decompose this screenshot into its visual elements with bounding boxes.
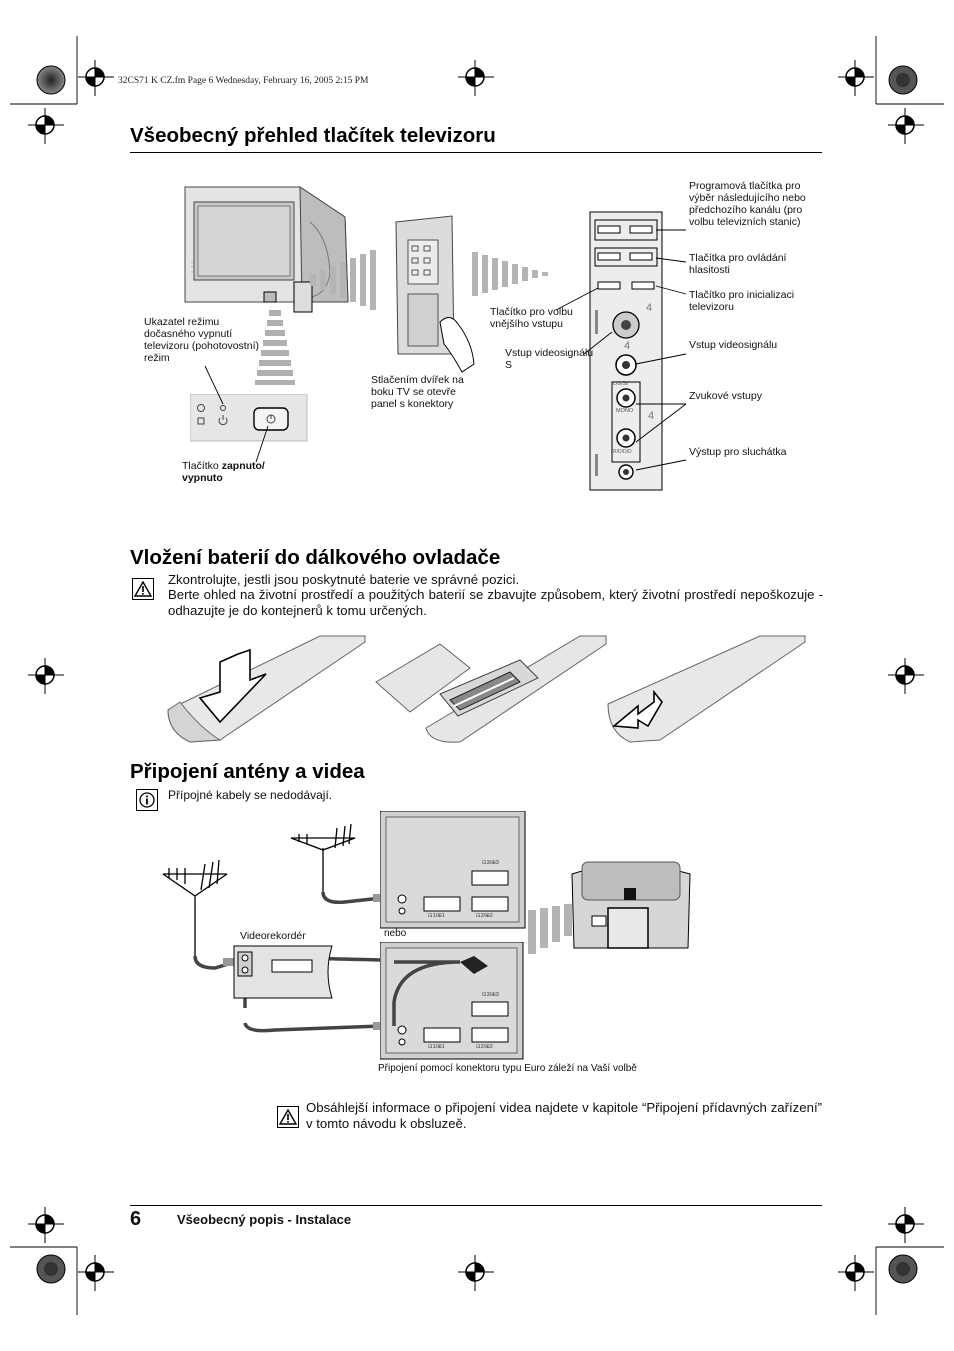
label-program-buttons: Programová tlačítka pro výběr následujíc…: [689, 180, 806, 228]
file-header-line: 32CS71 K CZ.fm Page 6 Wednesday, Februar…: [118, 76, 369, 86]
warning-icon-2: [277, 1106, 299, 1128]
label-headphone-output: Výstup pro sluchátka: [689, 446, 787, 458]
rear2-scart2-label: ⊡2/⊞2: [476, 1044, 493, 1050]
video-connection-warning: Obsáhlejší informace o připojení videa n…: [306, 1100, 822, 1131]
registration-mark-icon: [78, 60, 114, 96]
battery-text-line1: Zkontrolujte, jestli jsou poskytnuté bat…: [168, 572, 520, 587]
registration-mark-icon: [838, 60, 874, 96]
registration-mark-icon: [28, 1207, 64, 1243]
section-title-batteries: Vložení baterií do dálkového ovladače: [130, 546, 501, 569]
registration-mark-icon: [458, 60, 494, 96]
remote-batteries-illustration: [375, 635, 607, 743]
page-number: 6: [130, 1208, 142, 1230]
note-cables-not-supplied: Přípojné kabely se nedodávají.: [168, 788, 333, 802]
color-star-icon: [36, 1254, 66, 1284]
tv-front-illustration: [184, 186, 349, 313]
label-power-button: Tlačítko zapnuto/ vypnuto: [182, 460, 265, 484]
panel-lmono-label: L/G/S/I: [613, 381, 629, 387]
rear2-scart3-label: ⊡3/⊞3: [482, 992, 499, 998]
vcr-illustration: [233, 945, 333, 999]
registration-mark-icon: [838, 1255, 874, 1291]
registration-mark-icon: [888, 108, 924, 144]
side-door-illustration: [395, 215, 475, 373]
leader-lines-sec1-right: [555, 229, 687, 471]
footer-rule: [130, 1205, 822, 1206]
rear1-scart2-label: ⊡2/⊞2: [476, 913, 493, 919]
rear1-scart3-label: ⊡3/⊞3: [482, 860, 499, 866]
panel-mono-label: MONO: [616, 408, 634, 414]
euro-connector-caption: Připojení pomocí konektoru typu Euro zál…: [378, 1063, 637, 1074]
registration-mark-icon: [458, 1255, 494, 1291]
registration-mark-icon: [888, 658, 924, 694]
label-or: nebo: [384, 928, 407, 939]
footer-section-name: Všeobecný popis - Instalace: [177, 1212, 352, 1227]
label-vcr: Videorekordér: [240, 930, 306, 942]
color-star-icon: [36, 65, 66, 95]
label-s-video-input: Vstup videosignálu S: [505, 347, 594, 371]
panel-audio-number: 4: [648, 410, 655, 422]
remote-cover-close-illustration: [607, 635, 806, 743]
label-door-press: Stlačením dvířek na boku TV se otevře pa…: [371, 374, 464, 410]
front-panel-closeup: [190, 394, 308, 442]
label-reset-button: Tlačítko pro inicializaci televizoru: [689, 289, 795, 313]
tv-rear-panel-2: [380, 942, 524, 1060]
section-title-antenna-video: Připojení antény a videa: [130, 760, 365, 783]
label-audio-inputs: Zvukové vstupy: [689, 390, 762, 402]
rear1-scart1-label: ⊡1/⊞1: [428, 913, 445, 919]
panel-rdd-label: R/D/D/D: [613, 449, 632, 455]
color-star-icon: [888, 65, 918, 95]
arrow-bars-down-graphic: [255, 310, 295, 385]
panel-s-video-number: 4: [646, 302, 653, 314]
arrow-bars-graphic-2: [472, 252, 548, 296]
arrow-bars-graphic: [310, 250, 376, 310]
tv-rear-illustration: [571, 861, 691, 949]
title-rule: [130, 152, 822, 153]
rear2-scart1-label: ⊡1/⊞1: [428, 1044, 445, 1050]
tv-rear-panel-1: [380, 811, 526, 929]
registration-mark-icon: [888, 1207, 924, 1243]
label-volume-buttons: Tlačítka pro ovládání hlasitosti: [689, 252, 787, 276]
registration-mark-icon: [28, 108, 64, 144]
registration-mark-icon: [28, 658, 64, 694]
label-ext-input-button: Tlačítko pro volbu vnějšího vstupu: [490, 306, 573, 330]
remote-cover-open-illustration: [167, 635, 366, 743]
info-icon: [136, 789, 158, 811]
label-video-input: Vstup videosignálu: [689, 339, 778, 351]
leader-lines-sec1-left: [204, 365, 269, 463]
warning-icon: [132, 578, 154, 600]
color-star-icon: [888, 1254, 918, 1284]
section-title-tv-buttons: Všeobecný přehled tlačítek televizoru: [130, 124, 496, 147]
battery-text-line2: Berte ohled na životní prostředí a použi…: [168, 587, 823, 618]
label-standby-indicator: Ukazatel režimu dočasného vypnutí televi…: [144, 316, 259, 364]
registration-mark-icon: [78, 1255, 114, 1291]
panel-video-number: 4: [624, 340, 631, 352]
